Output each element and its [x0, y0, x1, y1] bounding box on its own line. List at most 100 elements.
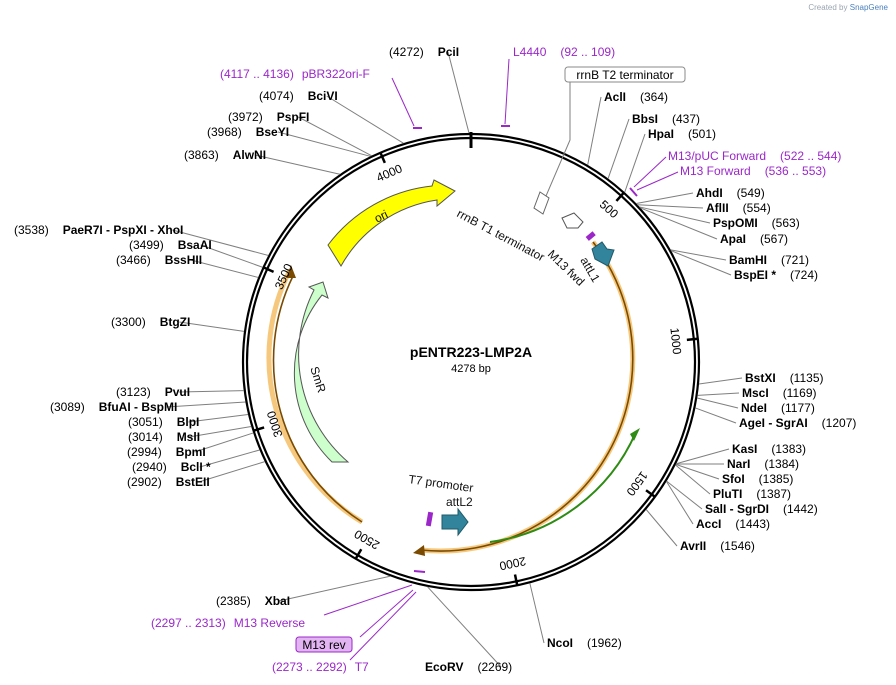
tick-2000 [513, 574, 519, 586]
site-bfuai-bspmi[interactable]: (3089)BfuAI - BspMI [50, 400, 177, 414]
lmp2a-arrowhead [413, 545, 425, 556]
primer-t7[interactable]: (2273 .. 2292)T7 [272, 660, 369, 674]
site-pspfi[interactable]: (3972)PspFI [228, 110, 309, 124]
site-ncoi[interactable]: NcoI(1962) [547, 636, 622, 650]
site-acli[interactable]: AclI(364) [604, 90, 668, 104]
primer-leaders [323, 58, 679, 661]
leader-paer7i-pspxi-xhoi [172, 229, 269, 256]
rrnb-t2-label: rrnB T2 terminator [576, 68, 673, 82]
leader-ecorv [427, 586, 502, 668]
leader-bspei- [670, 250, 732, 276]
rrnb-t1-feature [561, 212, 584, 229]
site-bseyi[interactable]: (3968)BseYI [207, 125, 289, 139]
site-avrii[interactable]: AvrII(1546) [680, 539, 755, 553]
smr-feature [293, 281, 350, 463]
site-acci[interactable]: AccI(1443) [696, 517, 770, 531]
site-bamhi[interactable]: BamHI(721) [729, 253, 809, 267]
attl2-feature [441, 507, 469, 537]
leader-hpai [624, 133, 646, 193]
site-bspei[interactable]: BspEI *(724) [734, 268, 818, 282]
site-apai[interactable]: ApaI(567) [720, 232, 788, 246]
rrnb-t2-box[interactable] [564, 66, 686, 83]
leader-msci [697, 392, 740, 396]
site-pcii[interactable]: (4272)PciI [389, 45, 459, 59]
site-bsaai[interactable]: (3499)BsaAI [129, 238, 212, 252]
cds-green-arrowhead [630, 428, 640, 441]
primer-pbr322ori-f[interactable]: (4117 .. 4136)pBR322ori-F [220, 67, 370, 81]
lmp2a-arc-left [272, 275, 363, 523]
site-pvui[interactable]: (3123)PvuI [116, 385, 190, 399]
site-ndei[interactable]: NdeI(1177) [741, 401, 815, 415]
site-hpai[interactable]: HpaI(501) [648, 127, 716, 141]
primer-m13-forward[interactable]: M13 Forward(536 .. 553) [680, 164, 826, 178]
leader-apai [640, 207, 718, 240]
leader-ahdi [636, 192, 694, 204]
site-bcivi[interactable]: (4074)BciVI [259, 89, 338, 103]
cds-green-arc [489, 431, 637, 543]
tick-label-1000: 1000 [667, 327, 684, 355]
credit-prefix: Created by [808, 3, 848, 12]
site-bcli[interactable]: (2940)BclI * [132, 460, 211, 474]
leader-pvui [179, 390, 244, 393]
site-labels: (4272)PciI AclI(364) BbsI(437) HpaI(501)… [14, 45, 856, 674]
snapgene-logo-text: SnapGene [849, 3, 888, 12]
site-bpmi[interactable]: (2994)BpmI [127, 445, 206, 459]
lmp2a-arc-left-glow [266, 268, 364, 525]
site-bstxi[interactable]: BstXI(1135) [745, 371, 823, 385]
site-bsshii[interactable]: (3466)BssHII [116, 253, 202, 267]
site-kasi[interactable]: KasI(1383) [732, 442, 806, 456]
leader-bseyi [277, 131, 371, 157]
site-blpi[interactable]: (3051)BlpI [128, 415, 199, 429]
leader-pspomi [639, 206, 711, 224]
site-pspomi[interactable]: PspOMI(563) [713, 216, 800, 230]
leader-acli [587, 96, 602, 166]
leader-alwni [254, 154, 341, 175]
leader-bamhi [670, 249, 727, 261]
leader-blpi [188, 414, 249, 423]
primer-m13-reverse[interactable]: (2297 .. 2313)M13 Reverse [151, 616, 305, 630]
leader-ncoi [529, 583, 545, 644]
leader-bcli- [199, 449, 260, 468]
ori-feature [327, 179, 456, 267]
leader-acci [665, 481, 694, 525]
site-nari[interactable]: NarI(1384) [727, 457, 799, 471]
leader-bsshii [190, 259, 259, 278]
site-leader-lines [166, 51, 743, 668]
tick-4000 [379, 152, 386, 164]
leader-pspfi [298, 116, 372, 157]
site-sali-sgrdi[interactable]: SalI - SgrDI(1442) [705, 502, 818, 516]
leader-bfuai-bspmi [166, 401, 246, 408]
primer-m13-puc-forward[interactable]: M13/pUC Forward(522 .. 544) [668, 149, 841, 163]
site-bbsi[interactable]: BbsI(437) [632, 112, 700, 126]
site-ahdi[interactable]: AhdI(549) [696, 186, 765, 200]
site-sfoi[interactable]: SfoI(1385) [722, 472, 793, 486]
m13-fwd-label: M13 fwd [545, 247, 587, 289]
leader-aflii [637, 204, 704, 209]
site-btgzi[interactable]: (3300)BtgZI [111, 315, 190, 329]
leader-bpmi [194, 432, 254, 453]
leader-ndei [697, 397, 739, 409]
site-ecorv[interactable]: EcoRV(2269) [425, 660, 512, 674]
tick-label-2000: 2000 [498, 554, 527, 573]
m13-rev-box[interactable] [295, 636, 353, 653]
primer-l4440[interactable]: L4440(92 .. 109) [513, 45, 615, 59]
rrnb-t2-feature [533, 191, 550, 215]
site-aflii[interactable]: AflII(554) [706, 201, 771, 215]
site-alwni[interactable]: (3863)AlwNI [184, 148, 266, 162]
site-agei-sgrai[interactable]: AgeI - SgrAI(1207) [739, 416, 856, 430]
primer-labels: L4440(92 .. 109) (4117 .. 4136)pBR322ori… [151, 45, 841, 674]
site-msci[interactable]: MscI(1169) [742, 386, 816, 400]
site-pluti[interactable]: PluTI(1387) [713, 487, 791, 501]
t7-promoter-label: T7 promoter [408, 472, 475, 495]
site-paer7i-pspxi-xhoi[interactable]: (3538)PaeR7I - PspXI - XhoI [14, 223, 183, 237]
site-bsteii[interactable]: (2902)BstEII [127, 475, 210, 489]
leader-bsaai [200, 244, 263, 268]
leader-agei-sgrai [695, 407, 737, 424]
tick-1000 [686, 337, 698, 342]
site-msli[interactable]: (3014)MslI [128, 430, 200, 444]
site-xbai[interactable]: (2385)XbaI [216, 594, 290, 608]
t7-feature [425, 511, 434, 527]
leader-kasi [676, 448, 730, 465]
tick-3500 [263, 266, 275, 274]
